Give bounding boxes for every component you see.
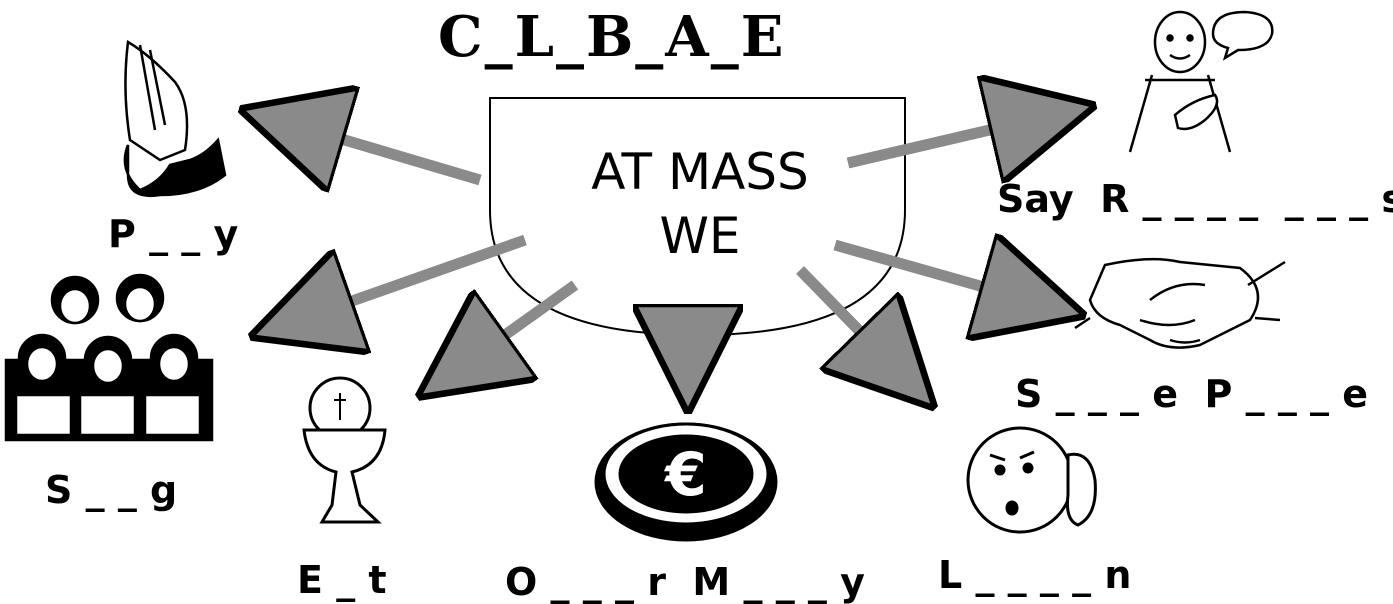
arrow-peace [833,245,1065,310]
listening-face-icon [966,426,1097,534]
page-title: C_L_B_A_E [438,4,786,70]
svg-text:€: € [663,440,707,510]
arrow-sing [270,234,527,330]
arrow-responses [846,110,1075,163]
center-line-2: WE [659,207,741,265]
label-sing: S _ _ g [45,468,178,512]
label-say-responses: Say R _ _ _ _ _ _ _ s [997,177,1393,221]
speaking-person-icon [1128,10,1274,153]
choir-icon [4,273,214,442]
center-prompt: AT MASS WE [520,140,880,268]
label-offer-money: O _ _ _ r M _ _ _ y [505,560,865,604]
chalice-host-icon [302,376,387,524]
handshake-icon [1074,257,1286,349]
label-share-peace: S _ _ _ e P _ _ _ e [1015,372,1369,416]
euro-coin-icon: € [594,422,778,542]
label-pray: P _ _ y [108,212,239,256]
arrow-listen [796,266,920,393]
label-listen: L _ _ _ _ n [938,553,1132,597]
label-eat: E _ t [297,558,387,602]
center-line-1: AT MASS [591,143,809,201]
praying-hands-icon [123,39,227,198]
arrow-eat [435,280,579,385]
arrow-pray [260,115,482,180]
arrows [260,110,1075,393]
